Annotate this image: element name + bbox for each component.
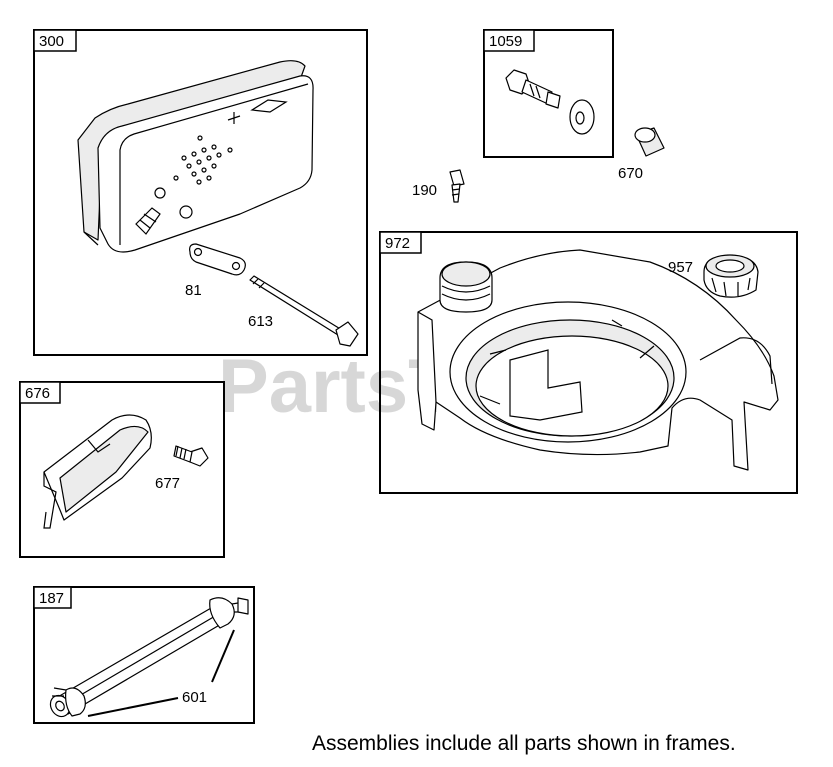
fuel-tank-icon[interactable]	[417, 249, 779, 471]
warning-mark-icon	[135, 207, 161, 235]
callout-670: 670	[618, 165, 643, 182]
guard-frame[interactable]: 676 677	[19, 381, 225, 558]
callout-957: 957	[668, 259, 693, 276]
frame-label-972: 972	[385, 235, 410, 252]
frame-label-187: 187	[39, 590, 64, 607]
hex-bolt-icon[interactable]	[173, 445, 209, 467]
vent-holes	[173, 135, 233, 185]
fuel-cap-icon[interactable]	[703, 254, 759, 298]
hardware-frame[interactable]: 1059	[483, 29, 614, 158]
arrow-mark-icon	[250, 99, 288, 113]
tank-frame[interactable]: 972 957	[379, 231, 798, 494]
frame-label-300: 300	[39, 33, 64, 50]
muffler-frame[interactable]: 300	[33, 29, 368, 356]
gasket-icon[interactable]	[189, 243, 246, 276]
washer-icon[interactable]	[569, 99, 595, 135]
frame-label-676: 676	[25, 385, 50, 402]
callout-190: 190	[412, 182, 437, 199]
mount-hole-icon	[154, 187, 166, 199]
long-bolt-icon[interactable]	[249, 275, 359, 347]
shoulder-bolt-icon[interactable]	[505, 69, 561, 109]
hose-clamp-icon[interactable]	[209, 597, 249, 629]
mount-hole-icon	[179, 205, 193, 219]
callout-613: 613	[248, 313, 273, 330]
line-frame[interactable]: 187 601	[33, 586, 255, 724]
hose-clamp-icon[interactable]	[52, 687, 86, 717]
footer-note: Assemblies include all parts shown in fr…	[312, 732, 736, 755]
leader-line	[87, 697, 179, 717]
heat-shield-icon[interactable]	[43, 414, 152, 529]
screw-icon[interactable]	[449, 169, 465, 203]
callout-677: 677	[155, 475, 180, 492]
bushing-icon[interactable]	[634, 127, 665, 157]
muffler-icon[interactable]	[77, 60, 314, 253]
plus-mark-icon	[227, 112, 241, 124]
leader-line	[211, 629, 235, 683]
frame-label-1059: 1059	[489, 33, 522, 50]
callout-601: 601	[182, 689, 207, 706]
callout-81: 81	[185, 282, 202, 299]
